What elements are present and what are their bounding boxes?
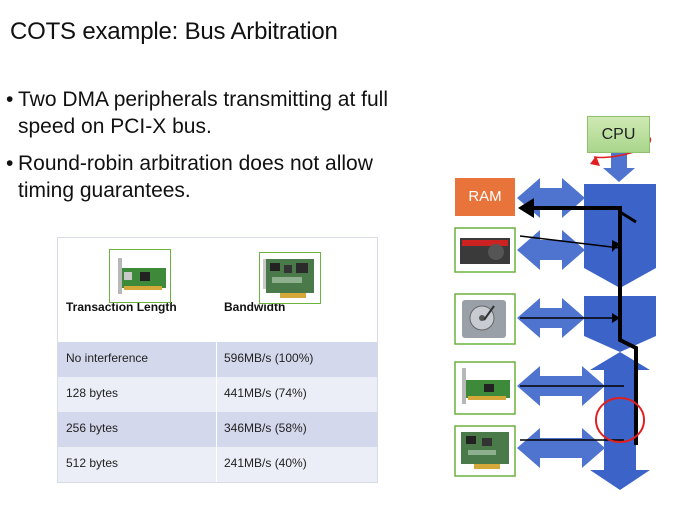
table-row: 512 bytes 241MB/s (40%)	[58, 447, 377, 482]
gpu-bus-arrow	[517, 230, 585, 270]
nic-image	[454, 361, 516, 415]
ram-path	[530, 206, 638, 445]
ram-box: RAM	[455, 178, 515, 216]
lower-bus-arrow	[590, 352, 650, 490]
ram-path-arrowhead	[518, 198, 534, 218]
daq-bus-arrow	[517, 428, 605, 468]
cpu-down-arrow	[603, 151, 635, 182]
table-cell: 241MB/s (40%)	[224, 456, 307, 470]
slide-title: COTS example: Bus Arbitration	[10, 18, 338, 45]
daq-card-thumbnail	[259, 252, 321, 304]
bullet-item: Round-robin arbitration does not allow t…	[6, 150, 426, 204]
ram-path-branch	[619, 210, 637, 224]
daq-image	[454, 425, 516, 477]
table-divider	[216, 238, 217, 482]
table-cell: 256 bytes	[66, 421, 119, 435]
table-cell: 512 bytes	[66, 456, 119, 470]
flow-lines	[519, 235, 624, 441]
table-row: 256 bytes 346MB/s (58%)	[58, 412, 377, 447]
hdd-image	[454, 293, 516, 345]
table-cell: 128 bytes	[66, 386, 119, 400]
gpu-image	[454, 227, 516, 273]
table-row: No interference 596MB/s (100%)	[58, 342, 377, 377]
cpu-box: CPU	[587, 116, 650, 153]
table-cell: 441MB/s (74%)	[224, 386, 307, 400]
arbitration-highlight-circle	[595, 397, 645, 443]
cpu-highlight-arrowhead	[590, 156, 600, 166]
table-cell: 596MB/s (100%)	[224, 351, 314, 365]
bullet-item: Two DMA peripherals transmitting at full…	[6, 86, 426, 140]
bullet-list: Two DMA peripherals transmitting at full…	[6, 86, 426, 214]
network-card-icon	[118, 258, 166, 294]
network-card-thumbnail	[109, 249, 171, 303]
table-cell: 346MB/s (58%)	[224, 421, 307, 435]
daq-card-icon	[263, 259, 314, 298]
table-cell: No interference	[66, 351, 149, 365]
table-header-transaction-length: Transaction Length	[66, 300, 177, 314]
table-row: 128 bytes 441MB/s (74%)	[58, 377, 377, 412]
bandwidth-table: Transaction Length Bandwidth No interfer…	[57, 237, 378, 483]
